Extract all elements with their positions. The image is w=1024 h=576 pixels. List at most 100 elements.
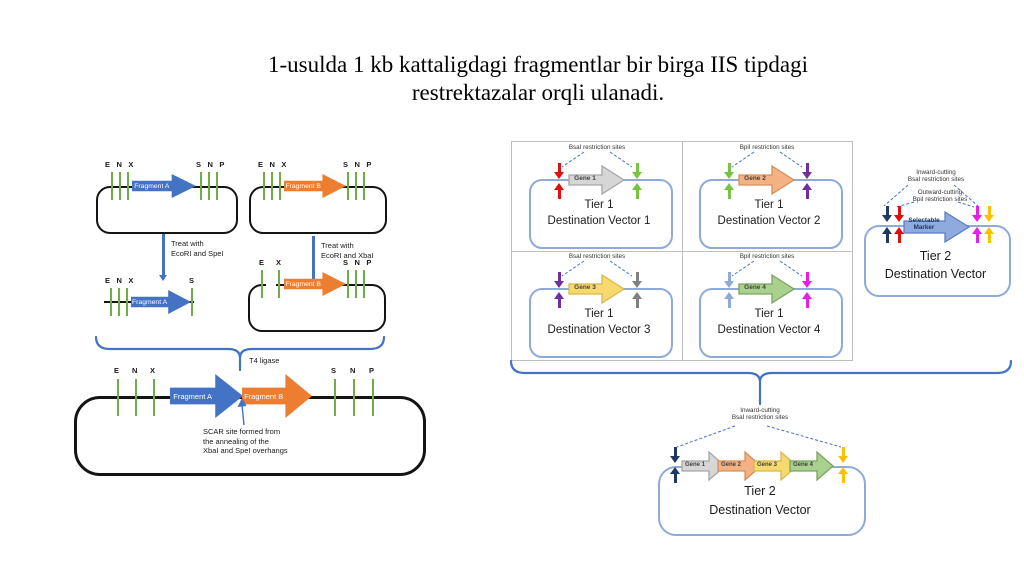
assembled-gene-chain: Gene 1 Gene 2 Gene 3 Gene 4	[681, 448, 841, 484]
restriction-tick	[279, 172, 281, 200]
cut-site-arrow	[894, 206, 904, 222]
restriction-tick	[200, 172, 202, 200]
cut-site-arrow	[724, 183, 734, 199]
gene-arrow	[568, 273, 626, 305]
pointer-dashes	[731, 260, 803, 277]
vector-name: Destination Vector 2	[717, 215, 821, 227]
plasmid-b-left-sites: E N X	[258, 160, 289, 169]
cut-site-arrow	[670, 447, 680, 463]
cut-gap	[266, 283, 276, 288]
restriction-tick	[110, 288, 112, 316]
restriction-tick	[126, 288, 128, 316]
gene-label: Gene 4	[792, 461, 813, 468]
cut-site-arrow	[724, 272, 734, 288]
vector-name: Destination Vector 1	[547, 215, 651, 227]
assembled-gene: Gene 3	[753, 448, 799, 484]
gene-label: Gene 1	[684, 461, 705, 468]
cut-site-arrow	[882, 227, 892, 243]
tier1-vector-panel: BsaI restriction sites Gene 3 Tier 1 Des…	[512, 251, 682, 360]
restriction-tick	[355, 172, 357, 200]
pointer-dashes	[561, 151, 633, 168]
vector-outline	[529, 179, 673, 249]
vector-name: Destination Vector 4	[717, 324, 821, 336]
product-site: P	[369, 366, 375, 375]
restriction-tick	[127, 172, 129, 200]
restriction-sites-label: BsaI restriction sites	[568, 253, 626, 260]
tier1-vector-panel: BpiI restriction sites Gene 4 Tier 1 Des…	[682, 251, 852, 360]
assembled-tier-label: Tier 2	[744, 484, 776, 498]
restriction-tick	[363, 172, 365, 200]
tier-label: Tier 1	[584, 199, 614, 211]
restriction-sites-label: BsaI restriction sites	[568, 144, 626, 151]
gene-arrow	[738, 164, 796, 196]
tier-label: Tier 1	[584, 308, 614, 320]
gene-label: Gene 3	[756, 461, 777, 468]
gene-arrow	[681, 450, 726, 482]
cut-site-arrow	[554, 163, 564, 179]
gene-arrow	[568, 164, 626, 196]
pointer-dashes	[676, 425, 842, 448]
restriction-tick	[347, 270, 349, 298]
restriction-tick	[278, 270, 280, 298]
cut-site-arrow	[802, 292, 812, 308]
vector-outline	[529, 288, 673, 358]
gene-arrow	[789, 450, 834, 482]
grid-divider	[512, 251, 852, 252]
ligation-brace	[94, 335, 386, 372]
restriction-tick	[334, 379, 336, 416]
digest-a-arrowhead	[159, 275, 167, 281]
cut-site-arrow	[670, 467, 680, 483]
restriction-tick	[111, 172, 113, 200]
cut-site-arrow	[802, 183, 812, 199]
assembled-gene: Gene 2	[717, 448, 763, 484]
gene-arrow	[738, 273, 796, 305]
cut-site-arrow	[894, 227, 904, 243]
gene-label: Gene 2	[744, 175, 766, 182]
restriction-tick	[347, 172, 349, 200]
gene-label: Gene 4	[744, 284, 766, 291]
cut-site-arrow	[724, 163, 734, 179]
product-site: S	[331, 366, 337, 375]
restriction-tick	[119, 172, 121, 200]
tier2-marker-name: Destination Vector	[884, 267, 987, 281]
gene-label: Gene 1	[574, 175, 596, 182]
restriction-tick	[118, 288, 120, 316]
restriction-sites-label: BpiI restriction sites	[739, 144, 795, 151]
open-vector-outline	[248, 284, 386, 332]
plasmid-b-right-sites: S N P	[343, 160, 374, 169]
cut-site-arrow	[972, 206, 982, 222]
assembled-gene: Gene 1	[681, 448, 727, 484]
tier1-grid: BsaI restriction sites Gene 1 Tier 1 Des…	[511, 141, 853, 361]
digest-a-line	[162, 234, 165, 276]
slide-title-line1: 1-usulda 1 kb kattaligdagi fragmentlar b…	[268, 52, 808, 77]
cut-site-arrow	[554, 272, 564, 288]
plasmid-b-outline	[249, 186, 387, 234]
cut-site-arrow	[724, 292, 734, 308]
digest-b-line	[312, 236, 315, 280]
cut-site-arrow	[838, 467, 848, 483]
cut-site-arrow	[632, 272, 642, 288]
t4-ligase-label: T4 ligase	[249, 356, 280, 365]
insert-right-site: S	[189, 276, 195, 285]
scar-note: SCAR site formed from the annealing of t…	[203, 427, 288, 455]
cut-site-arrow	[632, 292, 642, 308]
selectable-marker-arrow	[903, 210, 971, 244]
insert-left-sites: E N X	[105, 276, 136, 285]
cut-site-arrow	[838, 447, 848, 463]
assembled-gene: Gene 4	[789, 448, 835, 484]
open-vector-site-e: E	[259, 258, 265, 267]
slide-title-line2: restrektazalar orqli ulanadi.	[411, 80, 665, 105]
restriction-tick	[153, 379, 155, 416]
cut-site-arrow	[632, 163, 642, 179]
assembly-brace	[509, 359, 1013, 406]
cut-site-arrow	[802, 163, 812, 179]
tier-label: Tier 1	[754, 199, 784, 211]
gene-arrow	[717, 450, 762, 482]
restriction-tick	[191, 288, 193, 316]
restriction-tick	[372, 379, 374, 416]
